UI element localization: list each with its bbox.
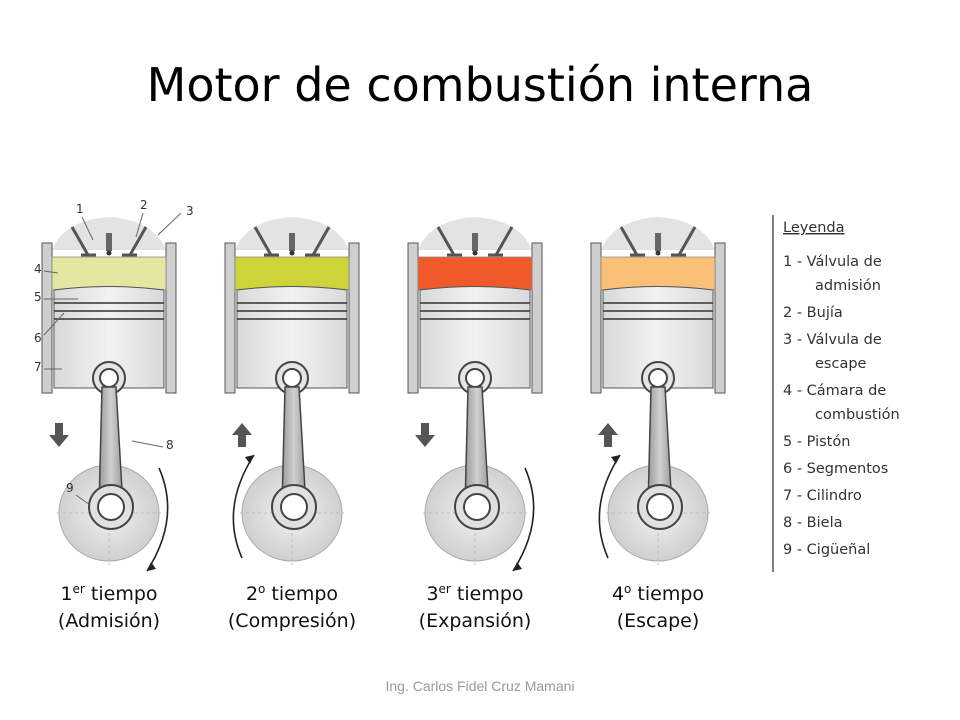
stroke-unit-3: 3er tiempo (Expansión)	[407, 217, 543, 632]
combustion-chamber	[51, 256, 167, 291]
spark-plug-tip	[289, 250, 295, 256]
stroke-caption: 2o tiempo	[246, 582, 338, 605]
callout-line-1	[81, 216, 94, 241]
stroke-caption: 4o tiempo	[612, 582, 704, 605]
exhaust-valve	[494, 226, 514, 256]
cylinder-wall-left	[590, 242, 602, 394]
rotation-arrowhead	[147, 562, 156, 571]
legend: Leyenda 1 - Válvula de admisión 2 - Bujía 3 …	[772, 215, 900, 572]
part-number-2: 2	[140, 198, 148, 212]
stroke-caption: 3er tiempo	[426, 582, 523, 605]
cylinder-wall-left	[41, 242, 53, 394]
legend-item-4: 4 - Cámara de	[783, 383, 886, 399]
cylinder-wall-left	[407, 242, 419, 394]
part-number-1: 1	[76, 202, 84, 216]
intake-valve	[619, 226, 639, 256]
callout-line-4	[43, 270, 59, 274]
spark-plug	[472, 233, 478, 251]
rotation-arrowhead	[245, 455, 254, 464]
rod-big-end-hole	[463, 493, 491, 521]
rod-big-end-hole	[97, 493, 125, 521]
rotation-arrow	[598, 454, 621, 559]
callout-line-6	[43, 312, 65, 336]
legend-item-9: 9 - Cigüeñal	[783, 542, 870, 558]
stroke-unit-4: 4o tiempo (Escape)	[590, 217, 726, 632]
combustion-chamber	[600, 256, 716, 291]
wrist-pin-hole	[99, 368, 119, 388]
intake-valve	[253, 226, 273, 256]
piston-direction-arrow	[49, 423, 69, 447]
rotation-arrowhead	[513, 562, 522, 571]
legend-item-3: 3 - Válvula de	[783, 332, 882, 348]
piston-direction-arrow	[232, 423, 252, 447]
piston	[236, 286, 348, 389]
spark-plug	[106, 233, 112, 251]
footer-author: Ing. Carlos Fidel Cruz Mamani	[385, 678, 575, 694]
rod-big-end-hole	[646, 493, 674, 521]
spark-plug-tip	[106, 250, 112, 256]
legend-item-3-cont: escape	[815, 356, 867, 372]
part-number-3: 3	[186, 204, 194, 218]
part-number-7: 7	[34, 360, 42, 374]
stroke-name: (Escape)	[617, 610, 700, 632]
cylinder-wall-right	[531, 242, 543, 394]
piston-direction-arrow	[415, 423, 435, 447]
stroke-caption: 1er tiempo	[60, 582, 157, 605]
legend-item-4-cont: combustión	[815, 407, 900, 423]
spark-plug	[655, 233, 661, 251]
engine-diagram: 1er tiempo (Admisión) 2o tiempo (Compresión…	[34, 198, 900, 632]
intake-valve	[70, 226, 90, 256]
spark-plug	[289, 233, 295, 251]
spark-plug-tip	[472, 250, 478, 256]
stroke-unit-1: 1er tiempo (Admisión)	[41, 217, 177, 632]
stroke-unit-2: 2o tiempo (Compresión)	[224, 217, 360, 632]
legend-item-8: 8 - Biela	[783, 515, 843, 531]
cylinder-wall-right	[714, 242, 726, 394]
rotation-arrow	[146, 467, 169, 572]
wrist-pin-hole	[282, 368, 302, 388]
stroke-name: (Expansión)	[419, 610, 532, 632]
part-number-8: 8	[166, 438, 174, 452]
legend-item-5: 5 - Pistón	[783, 434, 850, 450]
part-number-9: 9	[66, 481, 74, 495]
callout-line-8	[131, 440, 164, 448]
exhaust-valve	[311, 226, 331, 256]
combustion-chamber	[234, 256, 350, 291]
legend-item-6: 6 - Segmentos	[783, 461, 888, 477]
callout-line-3	[157, 212, 182, 236]
legend-title: Leyenda	[783, 220, 845, 236]
callout-line-2	[135, 212, 144, 238]
piston	[602, 286, 714, 389]
piston	[419, 286, 531, 389]
legend-item-2: 2 - Bujía	[783, 305, 843, 321]
cylinder-wall-right	[165, 242, 177, 394]
slide-title: Motor de combustión interna	[146, 58, 814, 112]
legend-item-7: 7 - Cilindro	[783, 488, 862, 504]
part-number-4: 4	[34, 262, 42, 276]
exhaust-valve	[128, 226, 148, 256]
cylinder-wall-left	[224, 242, 236, 394]
wrist-pin-hole	[648, 368, 668, 388]
stroke-name: (Admisión)	[58, 610, 160, 632]
rod-big-end-hole	[280, 493, 308, 521]
combustion-chamber	[417, 256, 533, 291]
spark-plug-tip	[655, 250, 661, 256]
exhaust-valve	[677, 226, 697, 256]
legend-item-1-cont: admisión	[815, 278, 881, 294]
rotation-arrow	[512, 467, 535, 572]
intake-valve	[436, 226, 456, 256]
callout-line-9	[75, 494, 91, 506]
rotation-arrow	[232, 454, 255, 559]
stroke-name: (Compresión)	[228, 610, 356, 632]
piston	[53, 286, 165, 389]
piston-direction-arrow	[598, 423, 618, 447]
wrist-pin-hole	[465, 368, 485, 388]
legend-item-1: 1 - Válvula de	[783, 254, 882, 270]
part-number-5: 5	[34, 290, 42, 304]
part-number-6: 6	[34, 331, 42, 345]
cylinder-wall-right	[348, 242, 360, 394]
rotation-arrowhead	[611, 455, 620, 464]
